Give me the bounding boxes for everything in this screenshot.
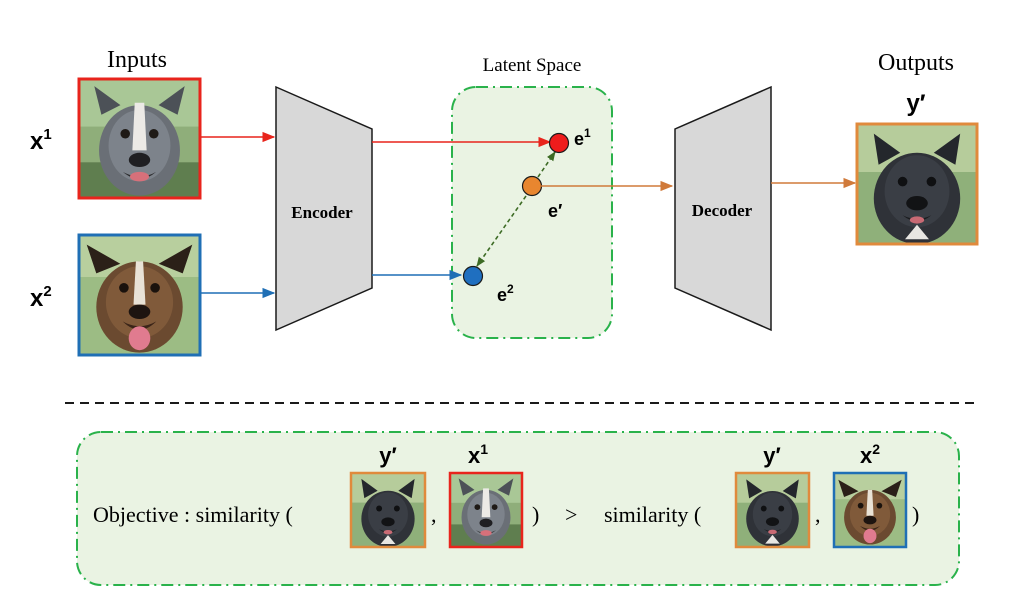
objective-y-image-1 bbox=[349, 471, 427, 549]
encoder-label: Encoder bbox=[291, 203, 353, 222]
objective-greater-than: > bbox=[565, 502, 577, 527]
objective-comma-1: , bbox=[431, 502, 437, 527]
dog-photo-icon bbox=[351, 473, 425, 547]
x1-frame bbox=[448, 471, 524, 549]
y-frame bbox=[349, 471, 427, 549]
interp-arrow-to-e1 bbox=[537, 151, 556, 178]
latent-space-box bbox=[451, 86, 613, 339]
dog-photo-icon bbox=[80, 79, 199, 198]
e1-label: e1 bbox=[574, 126, 591, 149]
dog-photo-icon bbox=[79, 235, 200, 355]
x2-frame bbox=[832, 471, 908, 549]
x2-input-image bbox=[77, 233, 202, 357]
objective-x2-label: x2 bbox=[860, 441, 880, 468]
y-frame bbox=[855, 122, 979, 246]
objective-y-label-1: y′ bbox=[379, 443, 397, 468]
objective-x2-image bbox=[832, 471, 908, 549]
objective-y-image-2 bbox=[734, 471, 811, 549]
objective-x1-label: x1 bbox=[468, 441, 488, 468]
eprime-label: e′ bbox=[548, 201, 562, 221]
objective-close-2: ) bbox=[912, 502, 919, 527]
y-output-image bbox=[855, 122, 979, 246]
objective-text-2: similarity ( bbox=[604, 502, 701, 527]
e2-point bbox=[462, 265, 484, 287]
x1-input-image bbox=[77, 77, 202, 200]
eprime-point bbox=[521, 175, 543, 197]
objective-text: Objective : similarity ( bbox=[93, 502, 293, 527]
objective-close-1: ) bbox=[532, 502, 539, 527]
y-prime-label: y′ bbox=[906, 90, 925, 117]
dog-photo-icon bbox=[834, 474, 906, 546]
x2-label: x2 bbox=[30, 283, 52, 312]
outputs-heading: Outputs bbox=[878, 50, 954, 76]
objective-y-label-2: y′ bbox=[763, 443, 781, 468]
objective-comma-2: , bbox=[815, 502, 821, 527]
latent-space-heading: Latent Space bbox=[483, 55, 582, 76]
dog-photo-icon bbox=[736, 473, 809, 547]
y-frame bbox=[734, 471, 811, 549]
dog-photo-icon bbox=[857, 124, 977, 244]
dog-photo-icon bbox=[450, 474, 522, 546]
x2-frame bbox=[77, 233, 202, 357]
decoder-block bbox=[674, 85, 772, 332]
interp-arrow-to-e2 bbox=[476, 195, 527, 267]
e1-point bbox=[548, 132, 570, 154]
decoder-label: Decoder bbox=[692, 201, 753, 220]
encoder-block bbox=[275, 85, 373, 332]
inputs-heading: Inputs bbox=[107, 47, 167, 73]
objective-x1-image bbox=[448, 471, 524, 549]
e2-label: e2 bbox=[497, 282, 514, 305]
x1-frame bbox=[77, 77, 202, 200]
x1-label: x1 bbox=[30, 126, 52, 155]
